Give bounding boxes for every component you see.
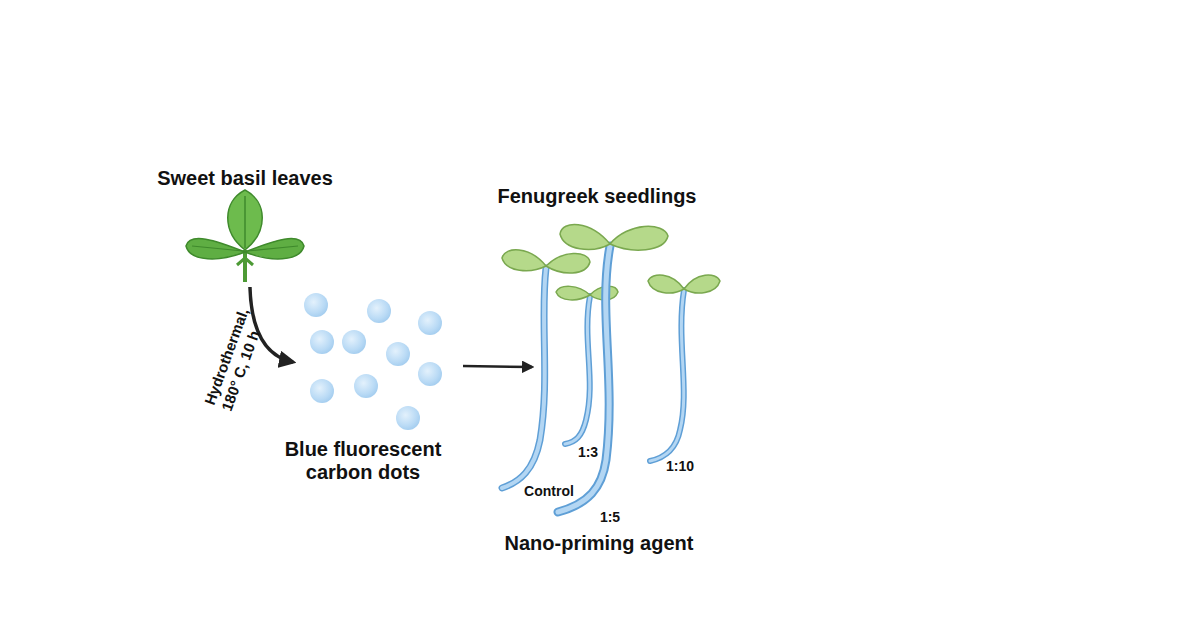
group-caption: Nano-priming agent	[505, 532, 694, 555]
fenugreek-seedlings	[502, 225, 720, 512]
treatment-label: 1:10	[666, 458, 694, 474]
basil-leaves	[186, 190, 304, 282]
node-heading: Fenugreek seedlings	[498, 185, 697, 208]
treatment-label: 1:3	[578, 444, 598, 460]
illustration-group: Sweet basil leaves	[150, 165, 340, 287]
process-condition: Hydrothermal, 180° C, 10 h	[201, 290, 275, 413]
treatment-label: Control	[524, 483, 574, 499]
node-heading: Blue fluorescent carbon dots	[278, 438, 448, 484]
process-arrow	[463, 366, 532, 367]
illustration-group: Blue fluorescent carbon dots	[293, 290, 463, 485]
treatment-label: 1:5	[600, 509, 620, 525]
node-heading: Sweet basil leaves	[157, 167, 333, 190]
illustration-group: Fenugreek seedlings	[532, 185, 732, 525]
carbon-dots	[304, 293, 442, 430]
